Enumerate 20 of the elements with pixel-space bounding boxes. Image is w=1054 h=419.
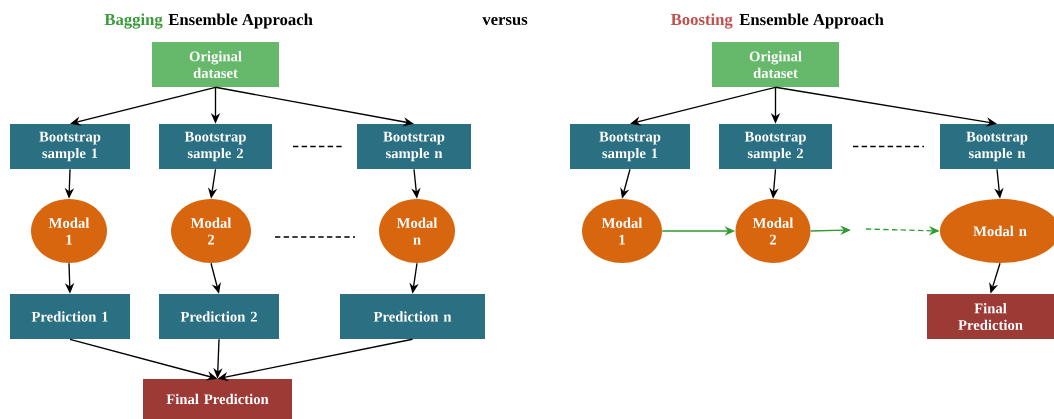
heading-text: Boosting (670, 13, 733, 29)
arrow (774, 86, 997, 127)
heading-text: Bagging (104, 13, 163, 29)
process-box: Prediction 1 (10, 294, 130, 339)
heading-text: versus (482, 16, 528, 26)
process-box: Prediction 2 (159, 294, 279, 339)
dataset-box: Original dataset (712, 42, 839, 87)
arrow (70, 86, 217, 126)
heading-text: Ensemble Approach (739, 13, 884, 29)
process-box: Bootstrap sample 2 (719, 124, 832, 169)
output-box: Final Prediction (143, 379, 292, 419)
process-box: Bootstrap sample 2 (159, 124, 272, 169)
process-box: Prediction n (340, 294, 485, 339)
process-box: Bootstrap sample n (357, 124, 471, 169)
arrow (630, 86, 777, 126)
process-box: Bootstrap sample n (940, 124, 1054, 169)
process-box: Bootstrap sample 1 (570, 124, 690, 169)
output-box: Final Prediction (927, 294, 1054, 339)
process-box: Bootstrap sample 1 (10, 124, 130, 169)
dataset-box: Original dataset (152, 42, 279, 87)
